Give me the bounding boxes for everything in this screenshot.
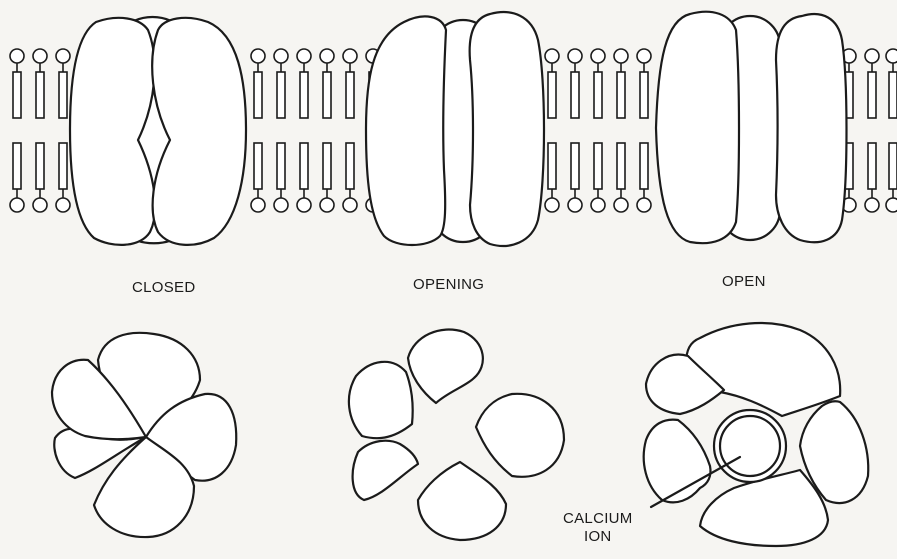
lipid-tail: [594, 143, 602, 189]
lipid-tail: [594, 72, 602, 118]
lipid-head: [10, 198, 24, 212]
opening-subunit-left: [366, 16, 446, 245]
lipid-tail: [640, 72, 648, 118]
lipid-head: [10, 49, 24, 63]
lipid-tail: [36, 72, 44, 118]
lipid-head: [886, 49, 897, 63]
lipid-head: [343, 198, 357, 212]
lipid-tail: [889, 143, 897, 189]
lipid-head: [343, 49, 357, 63]
lipid-tail: [346, 143, 354, 189]
lipid-head: [886, 198, 897, 212]
lipid-head: [568, 198, 582, 212]
open-top-subunit-4: [644, 420, 711, 503]
lipid-tail: [617, 72, 625, 118]
channel-side-closed: [70, 17, 246, 245]
label-open: OPEN: [722, 273, 766, 290]
lipid-tail: [640, 143, 648, 189]
lipid-head: [614, 198, 628, 212]
channel-top-open: CALCIUM ION: [563, 323, 868, 546]
lipid-tail: [277, 72, 285, 118]
closed-subunit-left: [70, 18, 155, 245]
label-ion: ION: [584, 528, 612, 545]
lipid-head: [614, 49, 628, 63]
opening-top-subunit-3: [418, 462, 506, 540]
lipid-tail: [254, 143, 262, 189]
open-subunit-left: [656, 12, 739, 243]
lipid-head: [274, 198, 288, 212]
lipid-tail: [13, 143, 21, 189]
opening-top-subunit-5: [349, 362, 413, 438]
opening-top-subunit-2: [476, 394, 564, 477]
lipid-head: [274, 49, 288, 63]
open-subunit-right: [776, 14, 847, 242]
lipid-tail: [13, 72, 21, 118]
channel-top-opening: [349, 330, 564, 540]
opening-top-subunit-4: [353, 441, 418, 500]
channel-side-opening: [366, 12, 544, 246]
central-pore: [714, 410, 786, 482]
lipid-head: [320, 49, 334, 63]
lipid-tail: [889, 72, 897, 118]
lipid-tail: [571, 143, 579, 189]
lipid-tail: [323, 72, 331, 118]
lipid-head: [297, 198, 311, 212]
label-closed: CLOSED: [132, 279, 196, 296]
lipid-head: [545, 49, 559, 63]
lipid-head: [865, 198, 879, 212]
channel-side-open: [656, 12, 847, 243]
lipid-head: [591, 49, 605, 63]
lipid-head: [865, 49, 879, 63]
lipid-tail: [254, 72, 262, 118]
lipid-tail: [300, 143, 308, 189]
lipid-head: [320, 198, 334, 212]
closed-subunit-right: [152, 18, 246, 245]
lipid-head: [297, 49, 311, 63]
lipid-tail: [868, 143, 876, 189]
lipid-tail: [571, 72, 579, 118]
lipid-tail: [346, 72, 354, 118]
lipid-head: [33, 49, 47, 63]
lipid-tail: [548, 72, 556, 118]
lipid-head: [33, 198, 47, 212]
opening-subunit-right: [470, 12, 544, 246]
open-top-subunit-3: [700, 470, 828, 546]
channel-top-closed: [52, 333, 236, 537]
lipid-tail: [300, 72, 308, 118]
lipid-tail: [36, 143, 44, 189]
lipid-head: [56, 198, 70, 212]
lipid-head: [56, 49, 70, 63]
lipid-head: [637, 49, 651, 63]
lipid-tail: [59, 143, 67, 189]
label-opening: OPENING: [413, 276, 484, 293]
lipid-tail: [548, 143, 556, 189]
label-calcium: CALCIUM: [563, 510, 633, 527]
lipid-head: [251, 198, 265, 212]
lipid-tail: [277, 143, 285, 189]
opening-top-subunit-1: [408, 330, 483, 403]
lipid-tail: [323, 143, 331, 189]
lipid-head: [637, 198, 651, 212]
lipid-head: [568, 49, 582, 63]
lipid-head: [591, 198, 605, 212]
lipid-tail: [868, 72, 876, 118]
lipid-tail: [59, 72, 67, 118]
lipid-head: [545, 198, 559, 212]
lipid-head: [251, 49, 265, 63]
lipid-tail: [617, 143, 625, 189]
